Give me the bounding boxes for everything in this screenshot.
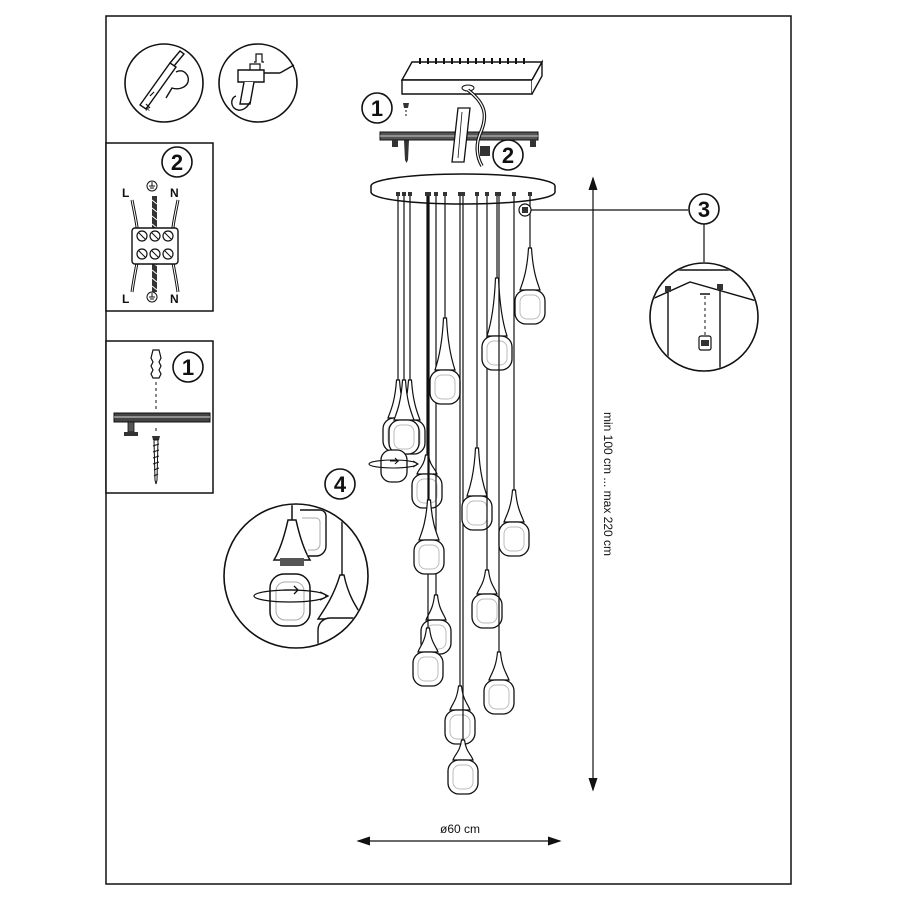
diameter-dimension: ø60 cm: [356, 822, 562, 846]
pendant-lamp: [514, 192, 546, 325]
pendant-lamp: [411, 192, 443, 509]
step-1-badge-panel: [172, 351, 204, 383]
step-2-badge-canopy: [492, 139, 524, 171]
height-adjust-detail: 3: [518, 193, 759, 372]
step-1-label-panel: 1: [182, 355, 194, 380]
pendant-lamp: [413, 192, 445, 575]
ground-symbol-icon: [146, 180, 158, 303]
pendant-lamp: [444, 192, 476, 745]
height-dimension-label: min 100 cm ... max 220 cm: [601, 412, 615, 556]
step-3-label: 3: [698, 197, 710, 222]
svg-text:×: ×: [145, 104, 150, 114]
height-dimension: min 100 cm ... max 220 cm: [588, 176, 615, 792]
pendant-lamp: [471, 192, 503, 629]
step-1-badge: [361, 92, 393, 124]
pendant-group: [382, 192, 546, 795]
pendant-lamp: [483, 192, 515, 715]
step-2-badge: [161, 146, 193, 178]
power-cable: [466, 88, 490, 167]
pendant-lamp: [447, 192, 479, 795]
rotate-arrow-icon: [253, 585, 330, 603]
pendant-lamp: [429, 192, 461, 405]
mounting-bar: [379, 107, 539, 163]
step-4-badge: [324, 468, 356, 500]
bulb-install-detail: 4: [223, 468, 369, 649]
step-2-label: 2: [171, 150, 183, 175]
pendant-lamp: [461, 192, 493, 531]
step-1-label: 1: [371, 96, 383, 121]
drill-icon: [218, 43, 298, 123]
wire-label-live-bottom: L: [122, 292, 129, 306]
ceiling-plate: [400, 58, 544, 95]
pendant-lamp: [481, 192, 513, 371]
pendant-lamp: [498, 192, 530, 557]
wire-label-neutral-top: N: [170, 186, 179, 200]
wire-label-neutral-bottom: N: [170, 292, 179, 306]
pendant-lamp: [388, 192, 420, 455]
step-2-label-canopy: 2: [502, 143, 514, 168]
diameter-dimension-label: ø60 cm: [440, 822, 480, 836]
mounting-panel: 1: [105, 340, 214, 494]
step-4-label: 4: [334, 472, 347, 497]
screw-and-plug: [403, 103, 409, 163]
pendant-lamp: [420, 192, 452, 655]
wiring-panel: 2 L N L N: [105, 142, 214, 312]
tester-screwdriver-icon: ×: [124, 43, 204, 123]
wire-label-live-top: L: [122, 186, 129, 200]
bulb-rotate-hint: [368, 449, 420, 483]
